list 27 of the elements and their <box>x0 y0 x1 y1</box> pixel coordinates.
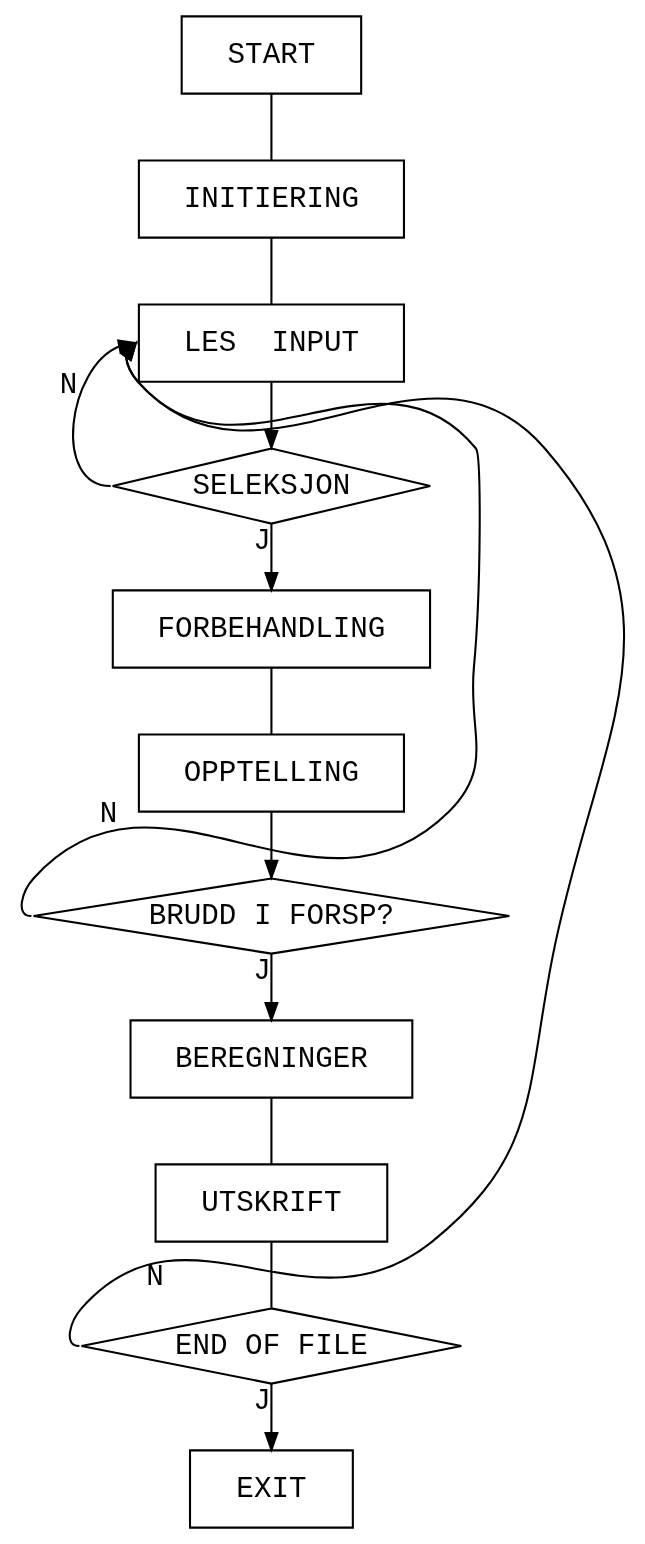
node-box: BEREGNINGER <box>129 1019 413 1099</box>
edge-label: J <box>252 525 271 559</box>
node-diamond: SELEKSJON <box>111 447 431 525</box>
edge-label: N <box>145 1260 164 1294</box>
arrow <box>263 1383 279 1453</box>
arrow <box>263 382 279 451</box>
node-diamond: BRUDD I FORSP? <box>32 877 510 955</box>
connector <box>269 667 272 734</box>
edge-label: J <box>252 955 271 989</box>
connector <box>269 237 272 304</box>
node-diamond: END OF FILE <box>79 1307 462 1385</box>
edge-label: N <box>59 369 77 403</box>
node-box: LES INPUT <box>137 303 405 383</box>
arrow <box>263 812 279 881</box>
node-box: UTSKRIFT <box>154 1163 388 1243</box>
node-box: FORBEHANDLING <box>111 589 431 669</box>
node-box: INITIERING <box>137 159 405 239</box>
connector <box>269 1242 272 1308</box>
node-box: EXIT <box>188 1449 354 1529</box>
arrow <box>263 953 279 1023</box>
arrow <box>263 523 279 594</box>
connector <box>269 1097 272 1164</box>
edge-label: N <box>99 797 117 831</box>
edge-label: J <box>252 1385 271 1419</box>
node-box: START <box>180 15 362 95</box>
connector <box>269 93 272 160</box>
node-box: OPPTELLING <box>137 733 405 813</box>
